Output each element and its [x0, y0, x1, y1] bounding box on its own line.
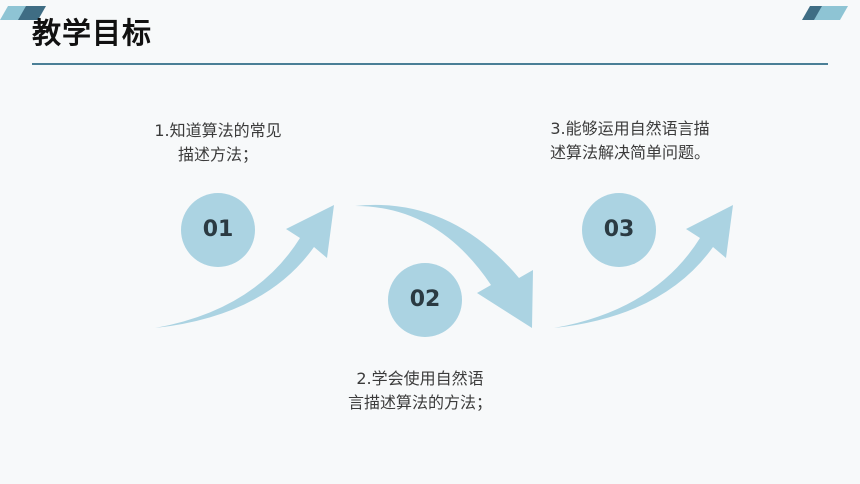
- step-number-badge-3: 03: [582, 193, 656, 267]
- step-number-badge-1: 01: [181, 193, 255, 267]
- step-text-3-line-2: 述算法解决简单问题。: [549, 143, 710, 162]
- curved-arrow-3: [554, 205, 733, 328]
- corner-stripe-right-light: [814, 6, 848, 20]
- step-text-1: 1.知道算法的常见 描述方法；: [138, 119, 298, 167]
- step-text-1-line-1: 1.知道算法的常见: [154, 121, 282, 140]
- title-divider: [32, 63, 828, 65]
- step-text-2: 2.学会使用自然语 言描述算法的方法；: [330, 367, 510, 415]
- step-text-2-line-1: 2.学会使用自然语: [356, 369, 484, 388]
- step-text-3: 3.能够运用自然语言描 述算法解决简单问题。: [528, 117, 732, 165]
- step-number-badge-2: 02: [388, 263, 462, 337]
- step-text-1-line-2: 描述方法；: [177, 145, 258, 164]
- step-text-3-line-1: 3.能够运用自然语言描: [550, 119, 710, 138]
- page-title: 教学目标: [32, 16, 153, 50]
- curved-arrow-1: [155, 205, 334, 328]
- step-text-2-line-2: 言描述算法的方法；: [347, 393, 492, 412]
- curved-arrow-2: [355, 204, 533, 328]
- corner-stripe-left-dark: [18, 6, 46, 20]
